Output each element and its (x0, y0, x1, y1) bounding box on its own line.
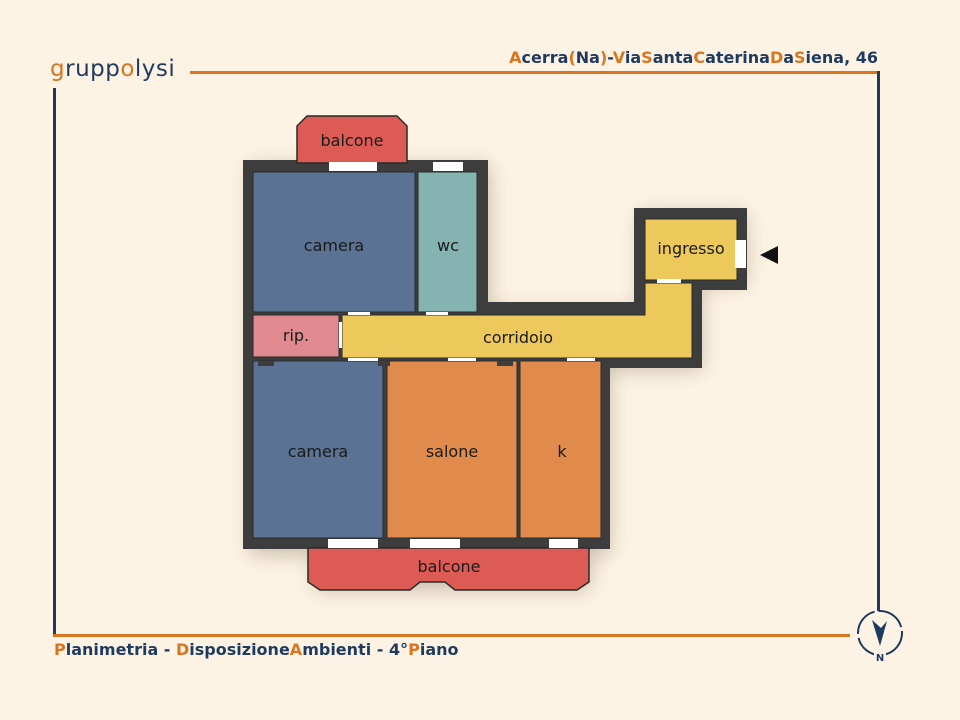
room-salone (386, 360, 518, 539)
entrance-arrow-icon (760, 246, 778, 264)
window (410, 539, 460, 548)
label-camera-top: camera (304, 236, 364, 255)
subtitle-segment: A (289, 640, 303, 659)
address-segment: ) (599, 48, 608, 67)
label-balcone-top: balcone (321, 131, 384, 150)
wall-stub (497, 361, 513, 366)
label-ingresso: ingresso (657, 239, 724, 258)
address-segment: A (509, 48, 522, 67)
entrance-door (735, 240, 746, 268)
wall-stub (258, 361, 274, 366)
address-segment: cerra (521, 48, 569, 67)
address-segment: - (607, 48, 613, 67)
label-corridoio: corridoio (483, 328, 553, 347)
room-balcone-top (296, 115, 408, 164)
frame-left-line (53, 88, 56, 636)
door (348, 358, 378, 361)
wall-stub (378, 361, 390, 366)
subtitle-segment: iano (419, 640, 459, 659)
door (339, 322, 342, 348)
window (329, 162, 377, 171)
address-segment: C (693, 48, 706, 67)
subtitle-segment: isposizione (189, 640, 290, 659)
room-camera-bottom (252, 360, 384, 539)
subtitle-segment: lanimetria - (65, 640, 177, 659)
compass-label: N (876, 653, 884, 664)
frame-bottom-line (53, 634, 850, 637)
room-balcone-bottom (307, 547, 590, 591)
label-balcone-bottom: balcone (418, 557, 481, 576)
room-k (519, 360, 602, 539)
room-wc (417, 171, 478, 313)
plan-subtitle: Planimetria - DisposizioneAmbienti - 4°P… (54, 640, 459, 659)
subtitle-segment: D (176, 640, 190, 659)
subtitle-segment: mbienti - 4° (302, 640, 409, 659)
logo: gruppolysi (50, 56, 175, 82)
label-wc: wc (437, 236, 459, 255)
door (448, 358, 476, 361)
address-segment: iena, (805, 48, 851, 67)
label-k: k (557, 442, 567, 461)
door (657, 279, 681, 283)
address-segment: Na (575, 48, 600, 67)
address-segment: D (769, 48, 784, 67)
label-rip: rip. (283, 326, 309, 345)
address-segment: V (612, 48, 625, 67)
subtitle-segment: P (408, 640, 420, 659)
address-segment: ( (568, 48, 576, 67)
address-segment: ia (624, 48, 642, 67)
openings (328, 162, 746, 548)
address-segment: S (794, 48, 806, 67)
address-segment: aterina (705, 48, 770, 67)
logo-suffix: lysi (134, 56, 176, 82)
door (567, 358, 595, 361)
compass-needle-icon (872, 620, 887, 646)
room-corridoio (341, 282, 693, 359)
subtitle-segment: P (54, 640, 66, 659)
frame-right-line (877, 71, 880, 611)
room-rip (252, 314, 340, 358)
frame-top-line (190, 71, 880, 74)
window (549, 539, 578, 548)
room-camera-top (252, 171, 416, 313)
logo-g: g (50, 56, 66, 82)
logo-o: o (120, 56, 135, 82)
address-segment: 46 (850, 48, 878, 67)
door (348, 312, 370, 315)
logo-prefix: rupp (65, 56, 121, 82)
label-camera-bottom: camera (288, 442, 348, 461)
address-segment: anta (652, 48, 694, 67)
label-salone: salone (426, 442, 478, 461)
window (328, 539, 378, 548)
address-title: Acerra(Na)-ViaSantaCaterinaDaSiena, 46 (509, 48, 878, 67)
door (426, 312, 448, 315)
address-segment: a (783, 48, 795, 67)
room-ingresso (644, 218, 738, 281)
compass-icon: N (857, 610, 903, 664)
window (433, 162, 463, 171)
address-segment: S (641, 48, 653, 67)
